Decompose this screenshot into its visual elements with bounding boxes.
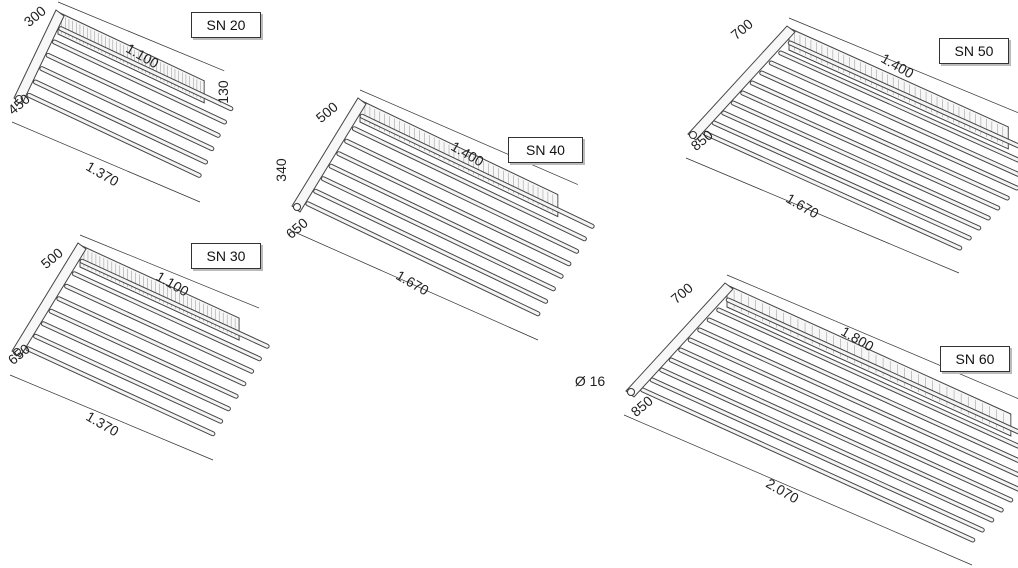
rod-highlight [53,40,226,124]
rod-highlight [321,177,555,291]
total-length-dimension-line [623,414,973,566]
rod-highlight [345,139,579,253]
rod-highlight [688,338,1018,491]
model-label-sn40: SN 40 [508,137,583,163]
rod-highlight [769,61,1018,176]
model-label-sn20: SN 20 [191,12,261,38]
rod-highlight [40,67,214,151]
total-length-dimension: 1.370 [83,408,122,439]
mounting-hole [13,348,21,356]
rod-highlight [80,259,269,348]
rod-highlight [59,27,233,111]
total-length-dimension: 1.670 [783,190,822,221]
total-length-dimension-line [289,229,539,341]
mounting-hole [689,131,697,139]
width-dimension: 700 [668,279,696,306]
rod-highlight [41,322,230,411]
mounting-hole [15,95,23,103]
rod-highlight [712,121,971,240]
total-length-dimension: 1.670 [393,267,432,298]
rod-highlight [703,131,962,250]
rod-diameter-dimension: Ø 16 [575,373,606,389]
rod-highlight [26,347,215,436]
rod-highlight [329,164,563,278]
total-length-dimension-line [11,121,201,203]
rod-highlight [352,127,586,241]
rod-highlight [34,80,207,164]
rod-highlight [306,202,540,316]
rod-highlight [65,284,254,373]
rod-highlight [750,81,1009,200]
rod-highlight [46,53,220,137]
rod-highlight [72,272,261,361]
rod-highlight [726,298,1018,434]
model-label-sn30: SN 30 [191,243,261,269]
rod-highlight [760,71,1018,190]
length-dimension-line [57,1,225,72]
rod-highlight [641,388,975,542]
rod-highlight [707,318,1018,462]
width-dimension: 500 [313,98,341,125]
rod-highlight [34,334,223,423]
total-length-dimension-line [9,374,214,461]
mounting-hole [627,388,635,396]
total-length-dimension: 1.370 [83,158,122,189]
length-dimension-line [788,17,1018,114]
rod-highlight [337,152,571,266]
rod-highlight [717,308,1018,448]
rod-highlight [788,41,1018,148]
height-dimension: 130 [215,80,231,104]
length-dimension-line [359,89,578,185]
depth-dimension: 650 [5,340,33,367]
width-dimension: 500 [38,244,66,271]
model-label-sn50: SN 50 [939,38,1009,64]
height-dimension: 340 [273,158,289,182]
rod-highlight [49,309,238,398]
rod-highlight [650,378,984,532]
total-length-dimension: 2.070 [763,475,802,506]
rod-highlight [57,297,246,386]
rod-highlight [314,189,548,303]
rod-highlight [660,368,994,522]
rod-highlight [779,51,1018,162]
rod-highlight [722,111,981,230]
length-dimension-line [726,274,1018,399]
width-dimension: 700 [728,15,756,42]
rod-highlight [669,358,1003,512]
width-dimension: 300 [21,2,49,29]
rod-highlight [360,114,594,228]
rod-highlight [731,101,990,220]
model-label-sn60: SN 60 [940,346,1010,372]
rod-highlight [741,91,1000,210]
rod-highlight [698,328,1018,477]
rod-highlight [679,348,1013,502]
total-length-dimension-line [685,157,960,274]
length-dimension-line [79,234,260,309]
rod-highlight [27,93,201,177]
mounting-hole [293,203,301,211]
